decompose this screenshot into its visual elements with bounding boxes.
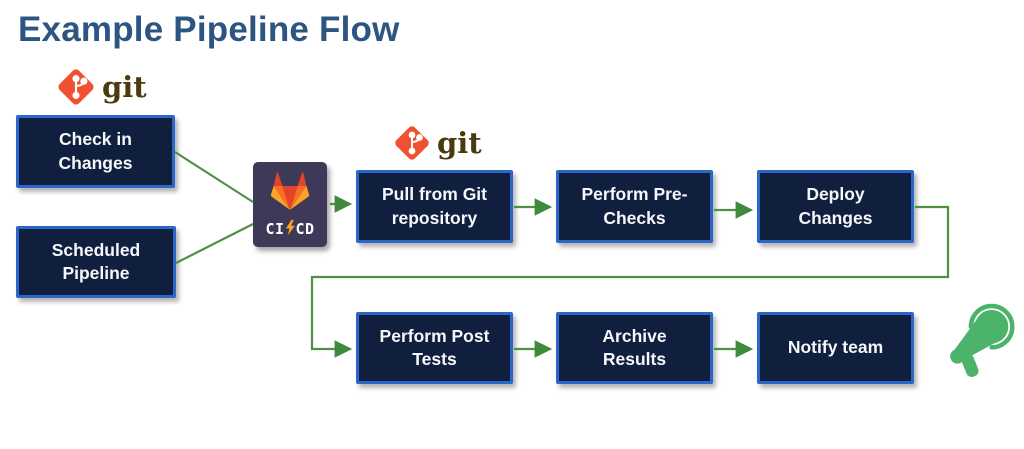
cd-text: CD [295,220,315,238]
git-wordmark: git [437,126,482,160]
megaphone-icon [934,292,1024,392]
node-gitlab-cicd: CI CD [253,162,327,247]
lightning-bolt-icon [285,219,295,240]
page-title: Example Pipeline Flow [18,10,400,49]
git-logo-middle: git [392,123,482,168]
node-notify-team: Notify team [757,312,914,384]
gitlab-tanuki-icon [266,170,314,217]
git-icon [55,66,97,113]
cicd-label: CI CD [265,219,314,240]
node-scheduled-pipeline: Scheduled Pipeline [16,226,176,298]
node-archive-results: Archive Results [556,312,713,384]
ci-text: CI [265,220,285,238]
git-icon [392,123,432,168]
git-wordmark: git [102,70,147,104]
git-logo-top: git [55,66,147,113]
node-perform-post-tests: Perform Post Tests [356,312,513,384]
node-perform-pre-checks: Perform Pre- Checks [556,170,713,243]
node-pull-from-git: Pull from Git repository [356,170,513,243]
node-deploy-changes: Deploy Changes [757,170,914,243]
node-check-in-changes: Check in Changes [16,115,175,188]
